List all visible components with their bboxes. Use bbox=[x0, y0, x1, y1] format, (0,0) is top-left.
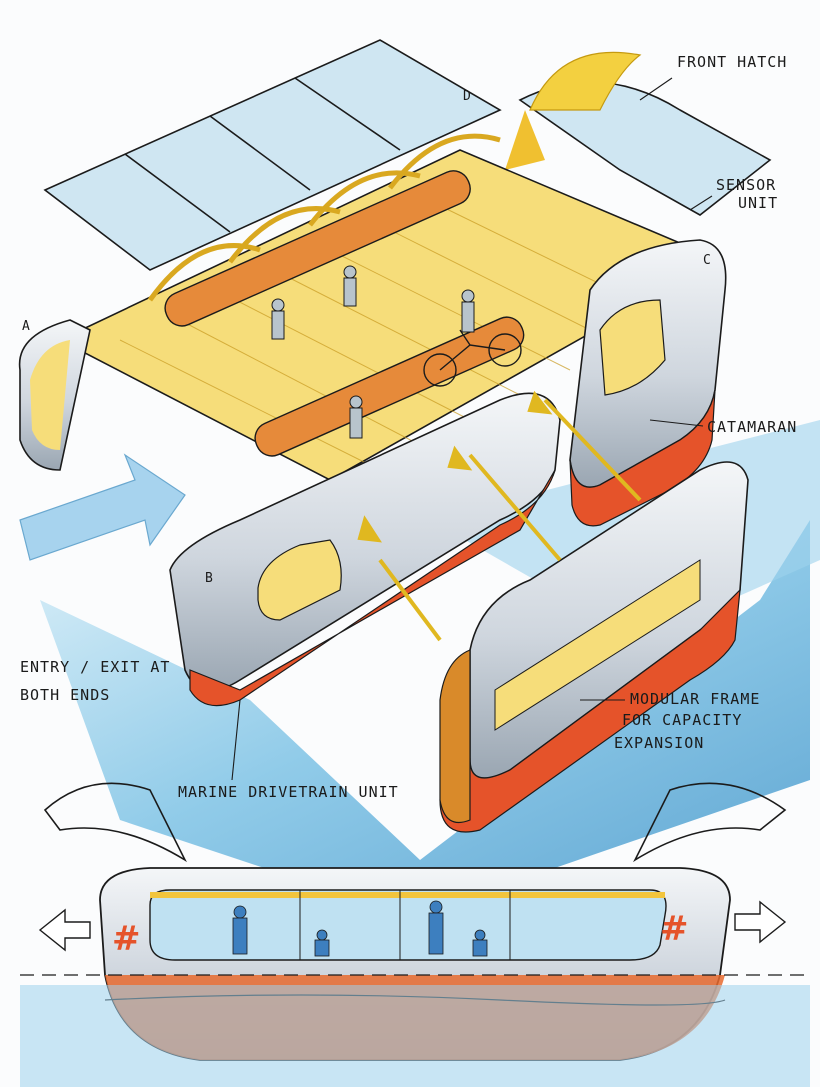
label-modular-frame-2: FOR CAPACITY bbox=[622, 711, 742, 729]
roof-glass-panels bbox=[43, 39, 502, 271]
entry-arrow bbox=[19, 453, 186, 561]
label-sensor-unit-1: SENSOR bbox=[716, 176, 776, 194]
front-hatch bbox=[505, 51, 772, 216]
hull-mark-right: # bbox=[660, 909, 689, 949]
corner-tag-d: D bbox=[463, 89, 471, 104]
elevation-passengers bbox=[232, 900, 488, 957]
assembly-arrows bbox=[357, 390, 642, 642]
label-modular-frame-1: MODULAR FRAME bbox=[630, 690, 760, 708]
label-sensor-unit-2: UNIT bbox=[738, 194, 778, 212]
bench-seats bbox=[164, 170, 525, 457]
label-marine-drivetrain: MARINE DRIVETRAIN UNIT bbox=[178, 783, 399, 801]
hatch-swing-arrow bbox=[529, 51, 642, 111]
main-deck bbox=[58, 133, 722, 481]
label-entry-exit-1: ENTRY / EXIT AT bbox=[20, 658, 170, 676]
label-modular-frame-3: EXPANSION bbox=[614, 734, 704, 752]
leader-lines bbox=[231, 77, 713, 781]
catamaran-hull-c bbox=[569, 239, 727, 527]
left-direction-arrow-icon bbox=[38, 908, 91, 952]
label-entry-exit-2: BOTH ENDS bbox=[20, 686, 110, 704]
label-front-hatch: FRONT HATCH bbox=[677, 53, 787, 71]
corner-tag-b: B bbox=[205, 571, 213, 586]
label-catamaran: CATAMARAN bbox=[707, 418, 797, 436]
corner-tag-a: A bbox=[22, 319, 30, 334]
passenger-figures bbox=[271, 265, 475, 439]
bicycle-icon bbox=[423, 329, 522, 387]
modular-frame-module bbox=[439, 461, 749, 833]
right-direction-arrow-icon bbox=[734, 900, 787, 944]
end-shell-a bbox=[18, 319, 91, 471]
side-elevation bbox=[20, 782, 810, 1087]
corner-tag-c: C bbox=[703, 253, 711, 268]
hull-mark-left: # bbox=[112, 919, 141, 959]
